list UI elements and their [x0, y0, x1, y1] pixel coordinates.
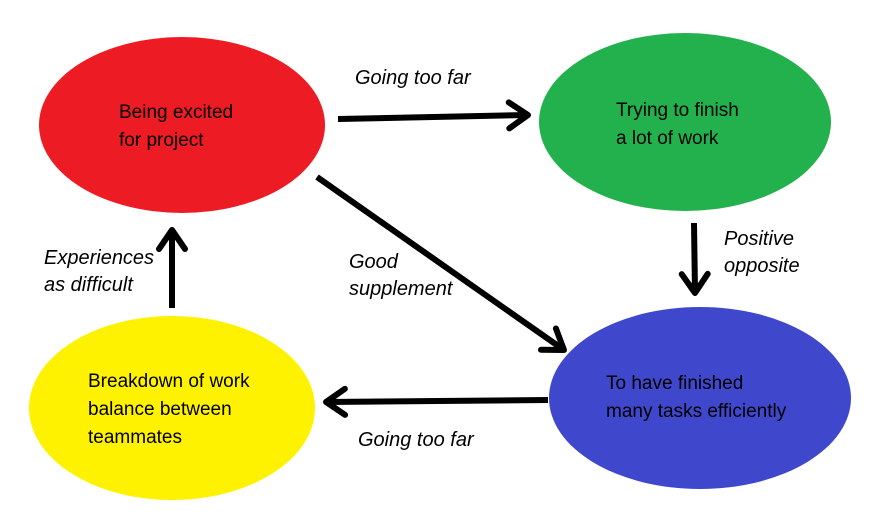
- edge-excited-to-trying: Going too far: [337, 67, 531, 132]
- node-finished-tasks-ellipse: [549, 307, 851, 489]
- edge-excited-to-finished-arrow-icon: [315, 174, 567, 353]
- edge-excited-to-trying-label: Going too far: [355, 67, 472, 89]
- edge-trying-to-finished-arrow-icon: [678, 222, 711, 296]
- edge-finished-to-breakdown-arrow-icon: [323, 385, 549, 418]
- node-trying-to-finish-ellipse: [539, 33, 831, 211]
- node-work-breakdown-ellipse: [29, 316, 315, 500]
- edge-excited-to-trying-arrow-icon: [337, 99, 531, 132]
- node-being-excited-ellipse: [39, 37, 325, 213]
- edge-finished-to-breakdown-label: Going too far: [358, 429, 475, 451]
- edge-finished-to-breakdown: Going too far: [323, 385, 549, 451]
